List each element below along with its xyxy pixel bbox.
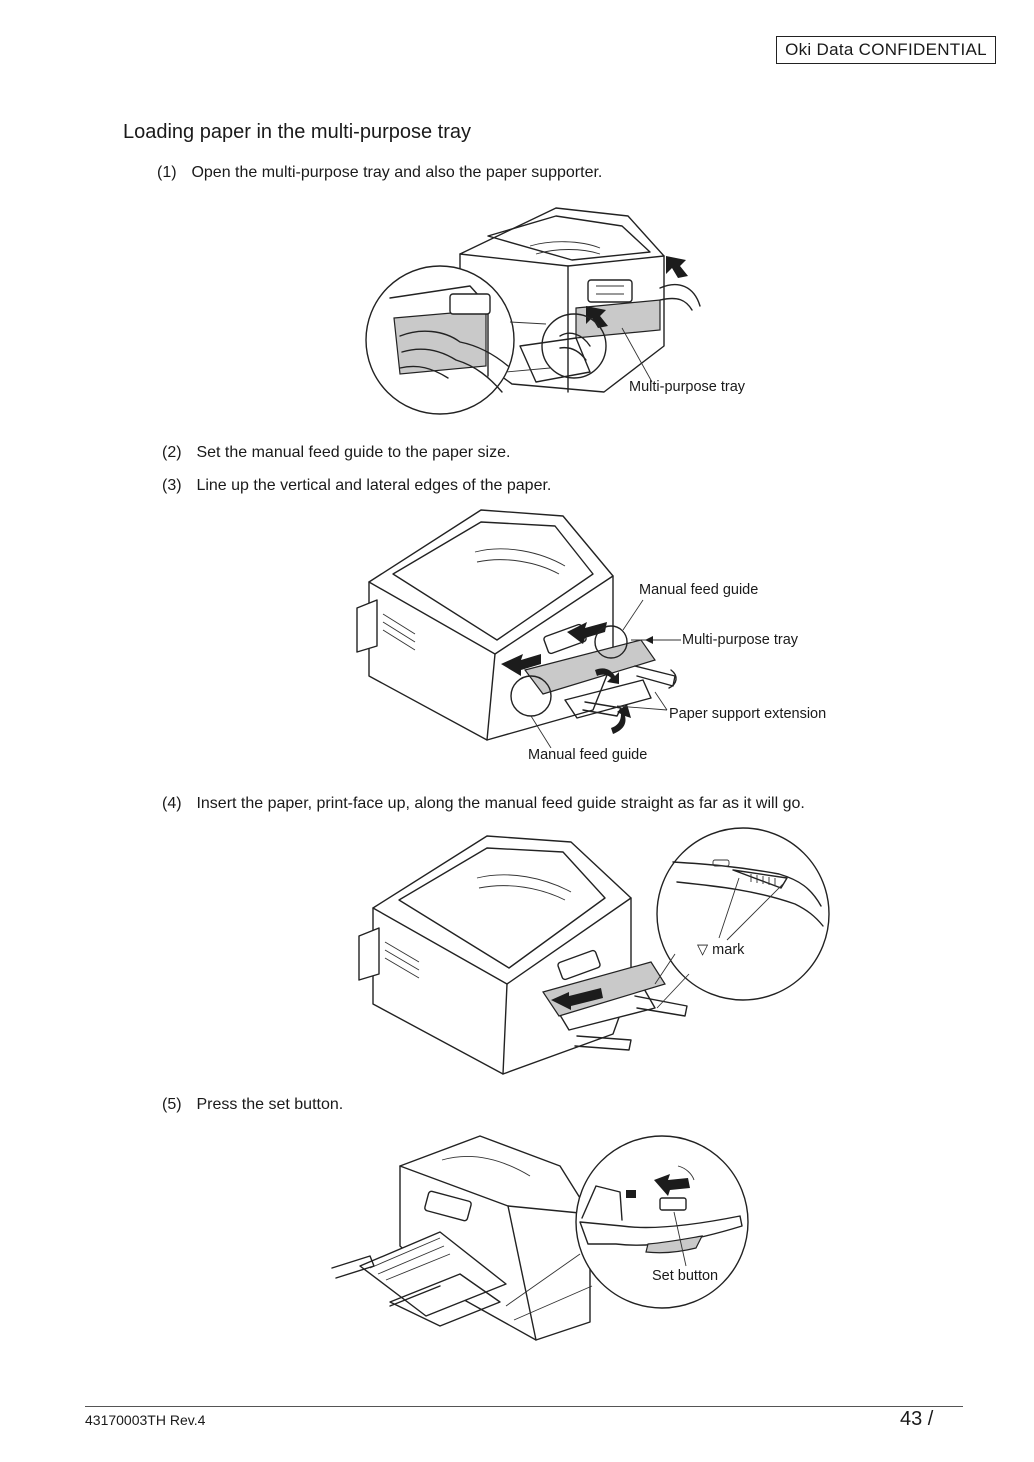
step-2: (2) Set the manual feed guide to the pap… xyxy=(162,444,510,462)
step-number: (1) xyxy=(157,164,177,181)
callout-multi-purpose-tray: Multi-purpose tray xyxy=(682,632,799,648)
step-text: Open the multi-purpose tray and also the… xyxy=(191,164,603,181)
step-text: Insert the paper, print-face up, along t… xyxy=(196,795,805,812)
figure-open-tray xyxy=(360,196,760,432)
figure-set-button xyxy=(330,1126,750,1346)
callout-multi-purpose-tray: Multi-purpose tray xyxy=(629,379,746,395)
callout-mark: ▽ mark xyxy=(697,942,745,958)
callout-manual-feed-guide-top: Manual feed guide xyxy=(639,582,759,598)
step-5: (5) Press the set button. xyxy=(162,1096,343,1114)
step-4: (4) Insert the paper, print-face up, alo… xyxy=(162,795,805,813)
printer-illustration-icon xyxy=(365,207,701,415)
step-number: (4) xyxy=(162,795,182,812)
step-1: (1) Open the multi-purpose tray and also… xyxy=(157,164,602,182)
step-text: Line up the vertical and lateral edges o… xyxy=(196,477,552,494)
printer-illustration-icon xyxy=(358,827,830,1075)
step-text: Press the set button. xyxy=(196,1096,344,1113)
confidential-label: Oki Data CONFIDENTIAL xyxy=(776,36,996,64)
printer-illustration-icon xyxy=(356,509,681,748)
page-number: 43 / xyxy=(900,1408,934,1430)
figure-insert-paper xyxy=(355,824,835,1080)
callout-manual-feed-guide-bottom: Manual feed guide xyxy=(528,747,648,763)
figure-feed-guides xyxy=(355,504,685,748)
section-title: Loading paper in the multi-purpose tray xyxy=(123,121,471,143)
footer-divider xyxy=(85,1406,963,1407)
step-number: (5) xyxy=(162,1096,182,1113)
step-number: (3) xyxy=(162,477,182,494)
step-text: Set the manual feed guide to the paper s… xyxy=(196,444,511,461)
doc-number: 43170003TH Rev.4 xyxy=(85,1412,206,1428)
callout-set-button: Set button xyxy=(652,1268,719,1284)
step-3: (3) Line up the vertical and lateral edg… xyxy=(162,477,551,495)
printer-illustration-icon xyxy=(331,1135,749,1341)
step-number: (2) xyxy=(162,444,182,461)
callout-paper-support-extension: Paper support extension xyxy=(669,706,827,722)
